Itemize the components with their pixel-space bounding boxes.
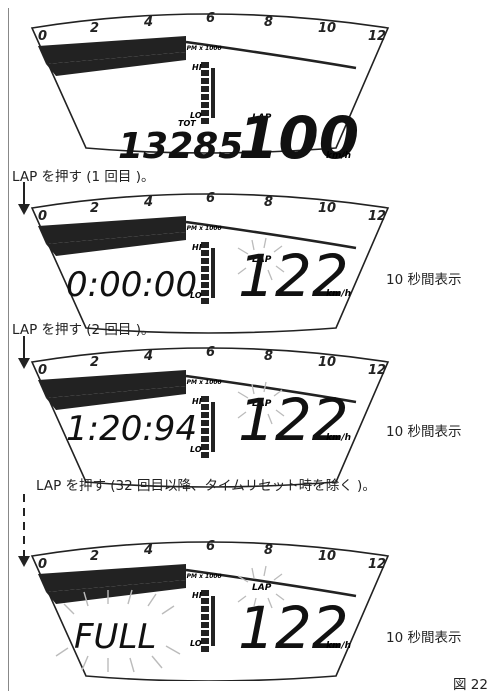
lap-label: LAP: [252, 255, 272, 265]
speed-display: 122: [238, 242, 349, 310]
lap-time-display: 0:00:00: [66, 265, 197, 305]
tot-label: TOT: [178, 119, 196, 128]
speed-unit: km/h: [326, 289, 351, 299]
gauge-panel-3: 1:20:94 LAP 122 km/h: [26, 342, 396, 497]
down-arrow-2: [18, 336, 30, 369]
speed-display: 122: [238, 386, 349, 454]
gauge-panel-1: 13285 TOT LAP 100 km/h: [26, 8, 396, 172]
step-2-caption: LAP を押す (2 回目 )。: [12, 322, 155, 338]
lap-label: LAP: [252, 113, 272, 123]
figure-label: 図 22: [453, 677, 488, 693]
down-arrow-1: [18, 182, 30, 215]
panel-2-note: 10 秒間表示: [386, 272, 462, 288]
step-1-caption: LAP を押す (1 回目 )。: [12, 169, 155, 185]
speed-unit: km/h: [326, 151, 351, 161]
odometer-display: 13285: [118, 126, 243, 163]
speed-display: 100: [238, 104, 359, 163]
lap-time-display: 1:20:94: [66, 409, 197, 449]
step-3-caption: LAP を押す (32 回目以降、タイムリセット時を除く )。: [36, 478, 376, 494]
speed-unit: km/h: [326, 641, 351, 651]
left-margin-line: [8, 8, 10, 691]
gauge-panel-4: FULL LAP 122 km/h: [26, 496, 396, 683]
panel-3-note: 10 秒間表示: [386, 424, 462, 440]
full-flash-rays: [55, 589, 181, 673]
dashed-down-arrow: [18, 494, 30, 567]
gauge-panel-2: 0:00:00 LAP 122 km/h: [26, 188, 396, 343]
lap-label: LAP: [252, 583, 272, 593]
lap-label: LAP: [252, 399, 272, 409]
full-display: FULL: [74, 617, 156, 657]
tachometer-bars: [38, 36, 186, 76]
speed-display: 122: [238, 594, 349, 662]
panel-4-note: 10 秒間表示: [386, 630, 462, 646]
speed-unit: km/h: [326, 433, 351, 443]
